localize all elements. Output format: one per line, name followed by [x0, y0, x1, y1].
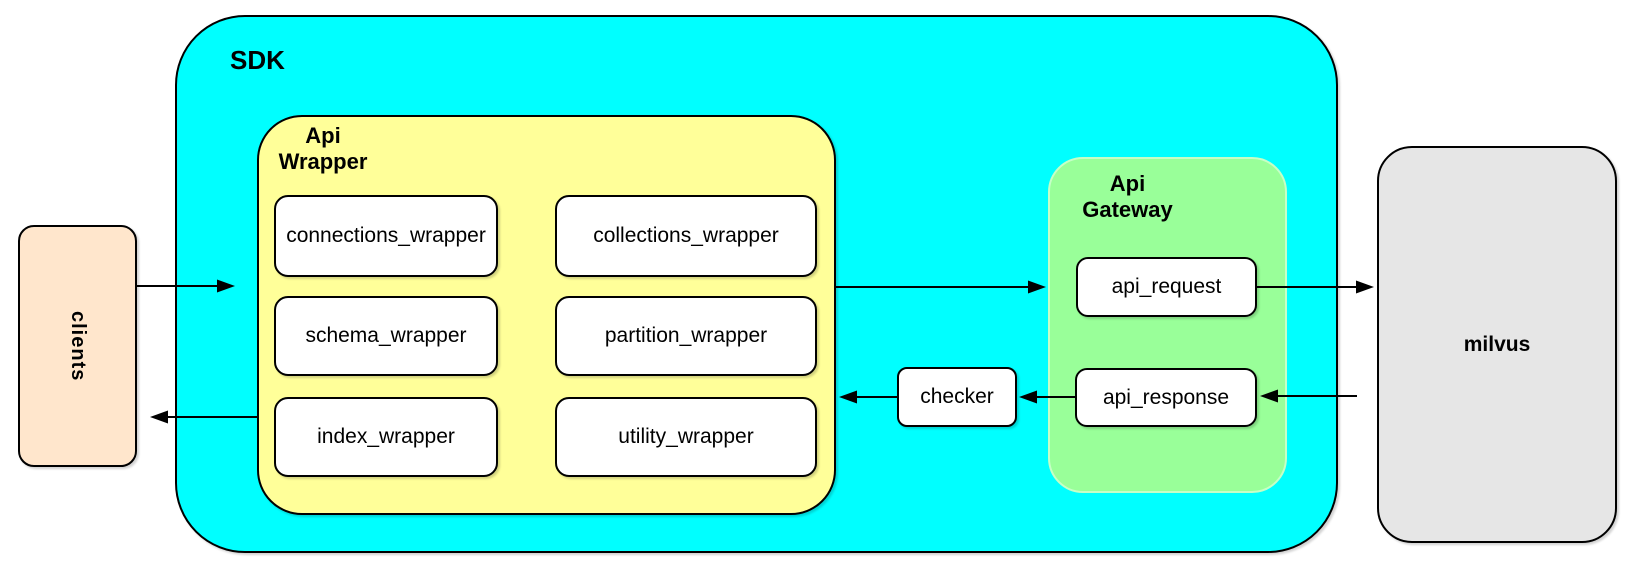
- node-index-wrapper: index_wrapper: [274, 397, 498, 477]
- node-connections-wrapper: connections_wrapper: [274, 195, 498, 277]
- api-gateway-label: Api Gateway: [1082, 171, 1173, 222]
- node-schema-wrapper: schema_wrapper: [274, 296, 498, 376]
- clients-label: clients: [67, 310, 89, 382]
- collections-wrapper-label: collections_wrapper: [593, 224, 779, 247]
- milvus-label: milvus: [1463, 332, 1531, 356]
- utility-wrapper-label: utility_wrapper: [618, 425, 754, 448]
- node-milvus: milvus: [1377, 146, 1617, 543]
- node-api-response: api_response: [1075, 368, 1257, 427]
- checker-label: checker: [920, 385, 994, 408]
- node-clients: clients: [18, 225, 137, 467]
- node-api-gateway: Api Gateway: [1048, 157, 1287, 493]
- api-wrapper-label: Api Wrapper: [278, 123, 368, 174]
- partition-wrapper-label: partition_wrapper: [604, 324, 768, 347]
- index-wrapper-label: index_wrapper: [317, 425, 455, 448]
- sdk-label: SDK: [230, 45, 285, 75]
- api-response-label: api_response: [1102, 385, 1230, 409]
- node-partition-wrapper: partition_wrapper: [555, 296, 817, 376]
- schema-wrapper-label: schema_wrapper: [305, 324, 467, 347]
- node-api-request: api_request: [1076, 257, 1257, 317]
- node-checker: checker: [897, 367, 1017, 427]
- node-utility-wrapper: utility_wrapper: [555, 397, 817, 477]
- api-request-label: api_request: [1111, 275, 1222, 298]
- connections-wrapper-label: connections_wrapper: [286, 224, 486, 247]
- node-collections-wrapper: collections_wrapper: [555, 195, 817, 277]
